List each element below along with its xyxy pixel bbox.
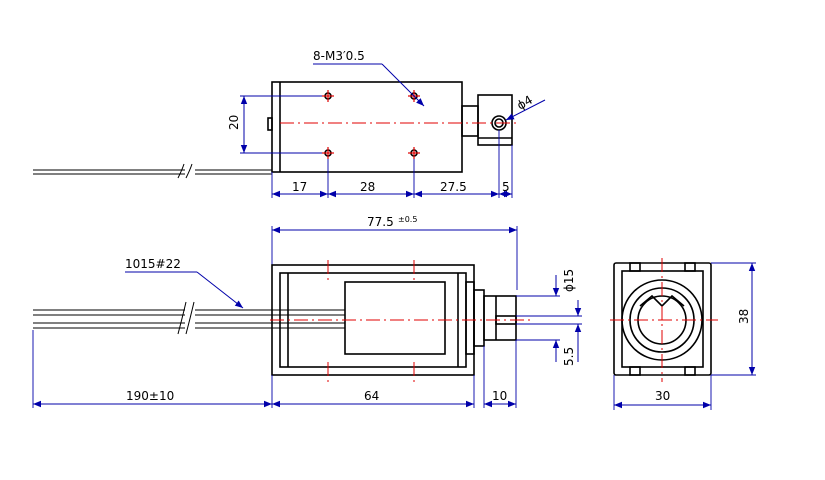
dim-28-label: 28 [360, 180, 375, 194]
overall-length-tolerance: ±0.5 [398, 215, 417, 224]
dim-5-label: 5 [502, 180, 510, 194]
front-view-lead-wires [33, 301, 345, 335]
top-view: 8-M3′0.5 ϕ4 20 17 28 27.5 5 [33, 49, 546, 198]
top-view-lead-wires [33, 163, 272, 179]
end-view: 38 30 [610, 258, 756, 410]
slot-width-label: 5.5 [562, 347, 576, 366]
width-label: 30 [655, 389, 670, 403]
overall-length-label: 77.5 [367, 215, 394, 229]
body-length-label: 64 [364, 389, 379, 403]
dim-17-label: 17 [292, 180, 307, 194]
screw-hole-callout: 8-M3′0.5 [313, 49, 365, 63]
front-view: 77.5 ±0.5 [32, 215, 582, 408]
height-label: 38 [737, 309, 751, 324]
plunger-ext-label: 10 [492, 389, 507, 403]
dim-27-5-label: 27.5 [440, 180, 467, 194]
wire-spec-label: 1015#22 [125, 257, 181, 271]
pin-hole-dia-label: ϕ4 [515, 93, 535, 113]
plunger [483, 295, 517, 341]
mount-spacing-label: 20 [227, 115, 241, 130]
lead-length-label: 190±10 [126, 389, 174, 403]
top-view-bracket [267, 81, 513, 173]
top-view-screw-holes [322, 90, 420, 159]
plunger-dia-label: ϕ15 [562, 269, 576, 292]
